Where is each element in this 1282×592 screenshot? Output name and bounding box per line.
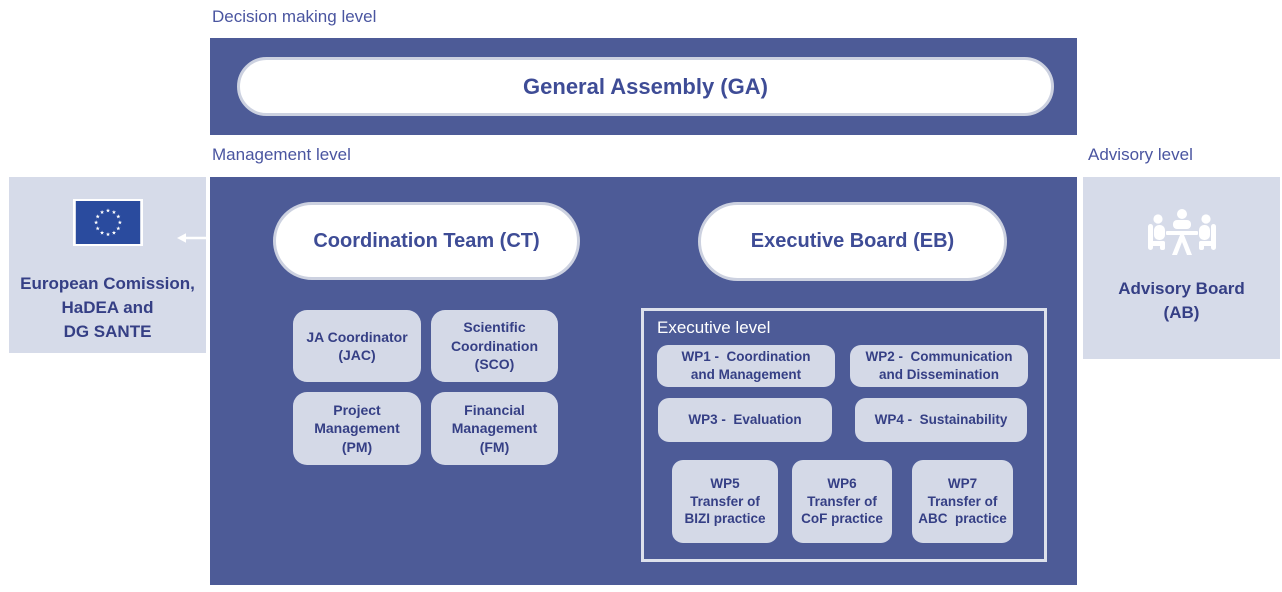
executive-level-label: Executive level bbox=[657, 318, 771, 337]
wp7-box: WP7 Transfer of ABC practice bbox=[912, 460, 1013, 543]
advisory-board-name: Advisory Board (AB) bbox=[1118, 279, 1245, 322]
ct-unit-project-management: Project Management (PM) bbox=[293, 392, 421, 465]
european-commission-name: European Comission, HaDEA and DG SANTE bbox=[20, 274, 195, 341]
executive-board-pill: Executive Board (EB) bbox=[698, 202, 1007, 281]
eu-flag-icon bbox=[72, 199, 143, 246]
decision-level-box: General Assembly (GA) bbox=[210, 38, 1077, 135]
wp6-box: WP6 Transfer of CoF practice bbox=[792, 460, 892, 543]
advisory-board-panel: Advisory Board (AB) bbox=[1083, 177, 1280, 359]
european-commission-panel: European Comission, HaDEA and DG SANTE bbox=[9, 177, 206, 353]
coordination-team-pill: Coordination Team (CT) bbox=[273, 202, 580, 280]
wp5-box: WP5 Transfer of BIZI practice bbox=[672, 460, 778, 543]
wp2-box: WP2 - Communication and Dissemination bbox=[850, 345, 1028, 387]
management-level-box: Coordination Team (CT) Executive Board (… bbox=[210, 177, 1077, 585]
ct-unit-financial-management: Financial Management (FM) bbox=[431, 392, 558, 465]
executive-level-box: Executive level WP1 - Coordination and M… bbox=[641, 308, 1047, 562]
management-level-label: Management level bbox=[212, 145, 351, 164]
ct-unit-scientific-coordination: Scientific Coordination (SCO) bbox=[431, 310, 558, 382]
meeting-icon bbox=[1147, 209, 1216, 255]
wp1-box: WP1 - Coordination and Management bbox=[657, 345, 835, 387]
ct-unit-ja-coordinator: JA Coordinator (JAC) bbox=[293, 310, 421, 382]
decision-level-label: Decision making level bbox=[212, 7, 377, 26]
wp3-box: WP3 - Evaluation bbox=[658, 398, 832, 442]
general-assembly-pill: General Assembly (GA) bbox=[237, 57, 1054, 116]
wp4-box: WP4 - Sustainability bbox=[855, 398, 1027, 442]
advisory-level-label: Advisory level bbox=[1088, 145, 1193, 164]
